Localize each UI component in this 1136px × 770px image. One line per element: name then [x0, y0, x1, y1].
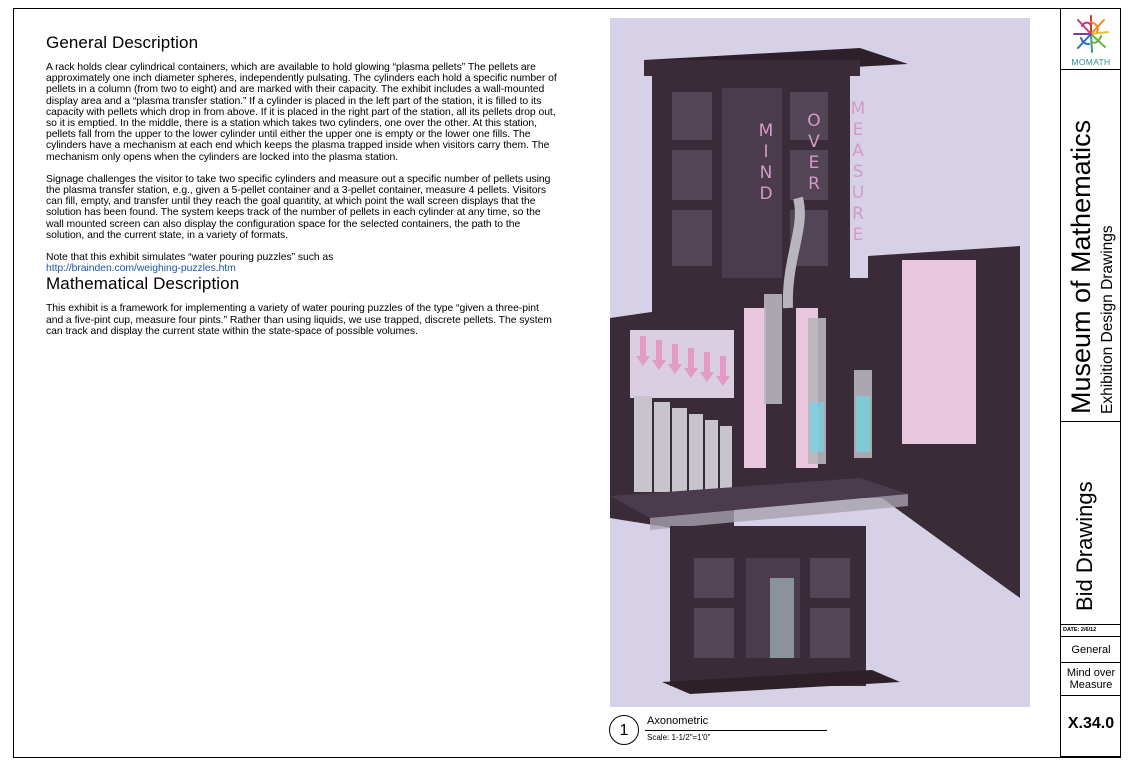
pellet-drop-arrows	[636, 336, 730, 386]
sheet-number: X.34.0	[1067, 715, 1115, 732]
category-cell: General	[1061, 637, 1121, 663]
pellet-cylinders	[634, 396, 732, 492]
general-paragraph-3: Note that this exhibit simulates “water …	[46, 252, 558, 274]
logo-wordmark: MOMATH	[1071, 57, 1111, 67]
drawing-sheet-border	[13, 8, 1121, 758]
drawing-scale: Scale: 1-1/2"=1'0"	[647, 733, 711, 742]
drawing-caption: 1 Axonometric Scale: 1-1/2"=1'0"	[609, 715, 839, 751]
exhibit-name-cell: Mind over Measure	[1061, 663, 1121, 696]
exhibit-name-line-2: Measure	[1069, 679, 1113, 691]
counter-shelf	[610, 478, 908, 518]
exhibit-name-line-1: Mind over	[1066, 667, 1116, 679]
museum-title-cell: Museum of Mathematics Exhibition Design …	[1061, 70, 1121, 422]
sheet-number-cell: X.34.0	[1061, 696, 1121, 757]
bid-drawings-cell: Bid Drawings	[1061, 422, 1121, 625]
category-label: General	[1071, 644, 1111, 656]
momath-logo-icon	[1073, 15, 1109, 53]
mathematical-description-heading: Mathematical Description	[46, 274, 240, 294]
note-text: Note that this exhibit simulates “water …	[46, 252, 334, 264]
caption-underline	[645, 730, 827, 731]
drawing-number-circle: 1	[609, 715, 639, 745]
title-block: MOMATH Museum of Mathematics Exhibition …	[1060, 8, 1121, 758]
general-paragraph-2: Signage challenges the visitor to take t…	[46, 173, 551, 241]
date-cell: DATE: 2/6/12	[1061, 625, 1121, 637]
drawing-title: Axonometric	[647, 715, 709, 727]
bid-drawings-label: Bid Drawings	[1072, 481, 1097, 611]
general-description-heading: General Description	[46, 33, 199, 52]
brainden-link[interactable]: http://brainden.com/weighing-puzzles.htm	[46, 263, 236, 275]
math-paragraph-1: This exhibit is a framework for implemen…	[46, 303, 552, 337]
description-column: General Description A rack holds clear c…	[46, 33, 558, 348]
exhibit-name: Mind over Measure	[1061, 667, 1121, 691]
logo-cell: MOMATH	[1061, 8, 1121, 70]
drawing-set-subtitle: Exhibition Design Drawings	[1099, 225, 1116, 414]
general-paragraph-1: A rack holds clear cylindrical container…	[46, 62, 557, 163]
museum-name: Museum of Mathematics	[1066, 119, 1096, 414]
drawing-date: DATE: 2/6/12	[1063, 627, 1097, 633]
pink-display-screen	[902, 260, 976, 444]
